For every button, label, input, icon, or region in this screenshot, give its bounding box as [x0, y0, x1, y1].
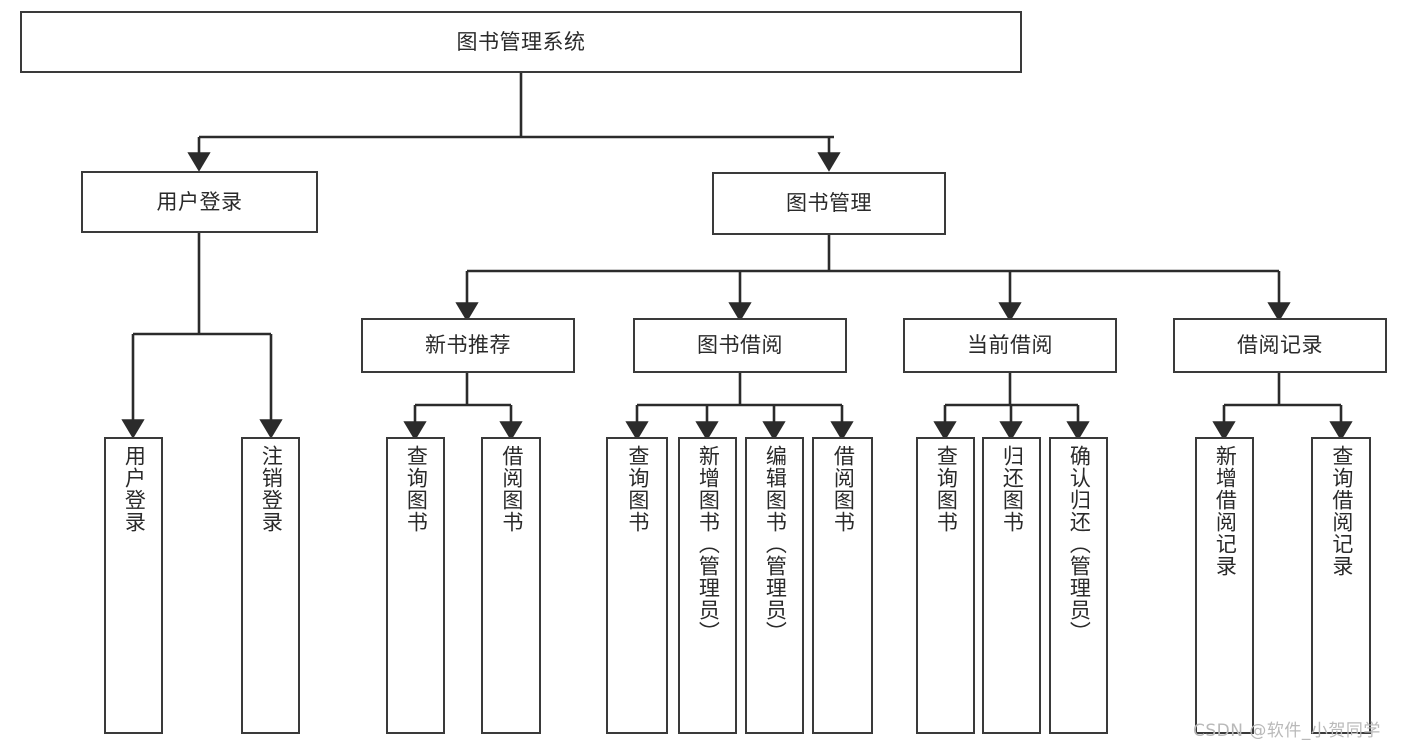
node-label: 借阅图书 — [499, 445, 524, 533]
node-label: 归还图书 — [1000, 445, 1025, 533]
node-label: 编辑图书（管理员） — [763, 445, 788, 643]
leaf-add-book-admin[interactable]: 新增图书（管理员） — [678, 437, 737, 734]
node-label: 图书管理系统 — [456, 29, 586, 54]
leaf-borrow-book[interactable]: 借阅图书 — [812, 437, 873, 734]
node-label: 查询图书 — [625, 445, 650, 533]
node-label: 确认归还（管理员） — [1067, 445, 1092, 643]
node-label: 借阅记录 — [1237, 333, 1323, 358]
leaf-edit-book-admin[interactable]: 编辑图书（管理员） — [745, 437, 804, 734]
node-label: 图书管理 — [786, 191, 872, 216]
node-new-book-recommend[interactable]: 新书推荐 — [361, 318, 575, 373]
node-book-manage[interactable]: 图书管理 — [712, 172, 946, 235]
leaf-borrow-book-recommend[interactable]: 借阅图书 — [481, 437, 541, 734]
node-book-borrow[interactable]: 图书借阅 — [633, 318, 847, 373]
node-label: 查询图书 — [404, 445, 429, 533]
node-label: 新增借阅记录 — [1213, 445, 1238, 577]
leaf-query-book-recommend[interactable]: 查询图书 — [386, 437, 445, 734]
leaf-query-book-borrow[interactable]: 查询图书 — [606, 437, 668, 734]
node-label: 用户登录 — [156, 189, 243, 214]
node-user-login[interactable]: 用户登录 — [81, 171, 318, 233]
node-label: 用户登录 — [122, 445, 147, 533]
leaf-confirm-return-admin[interactable]: 确认归还（管理员） — [1049, 437, 1108, 734]
node-label: 借阅图书 — [831, 445, 856, 533]
leaf-query-book-current[interactable]: 查询图书 — [916, 437, 975, 734]
node-label: 注销登录 — [259, 445, 284, 533]
node-borrow-record[interactable]: 借阅记录 — [1173, 318, 1387, 373]
leaf-return-book[interactable]: 归还图书 — [982, 437, 1041, 734]
leaf-add-borrow-record[interactable]: 新增借阅记录 — [1195, 437, 1254, 734]
node-current-borrow[interactable]: 当前借阅 — [903, 318, 1117, 373]
node-label: 新增图书（管理员） — [696, 445, 721, 643]
leaf-user-logout[interactable]: 注销登录 — [241, 437, 300, 734]
node-label: 查询图书 — [934, 445, 959, 533]
leaf-query-borrow-record[interactable]: 查询借阅记录 — [1311, 437, 1371, 734]
csdn-watermark: CSDN @软件_小贺同学 — [1193, 721, 1381, 741]
node-label: 新书推荐 — [425, 333, 511, 358]
node-label: 图书借阅 — [697, 333, 783, 358]
node-root-system[interactable]: 图书管理系统 — [20, 11, 1022, 73]
leaf-user-login[interactable]: 用户登录 — [104, 437, 163, 734]
node-label: 当前借阅 — [967, 333, 1053, 358]
node-label: 查询借阅记录 — [1329, 445, 1354, 577]
